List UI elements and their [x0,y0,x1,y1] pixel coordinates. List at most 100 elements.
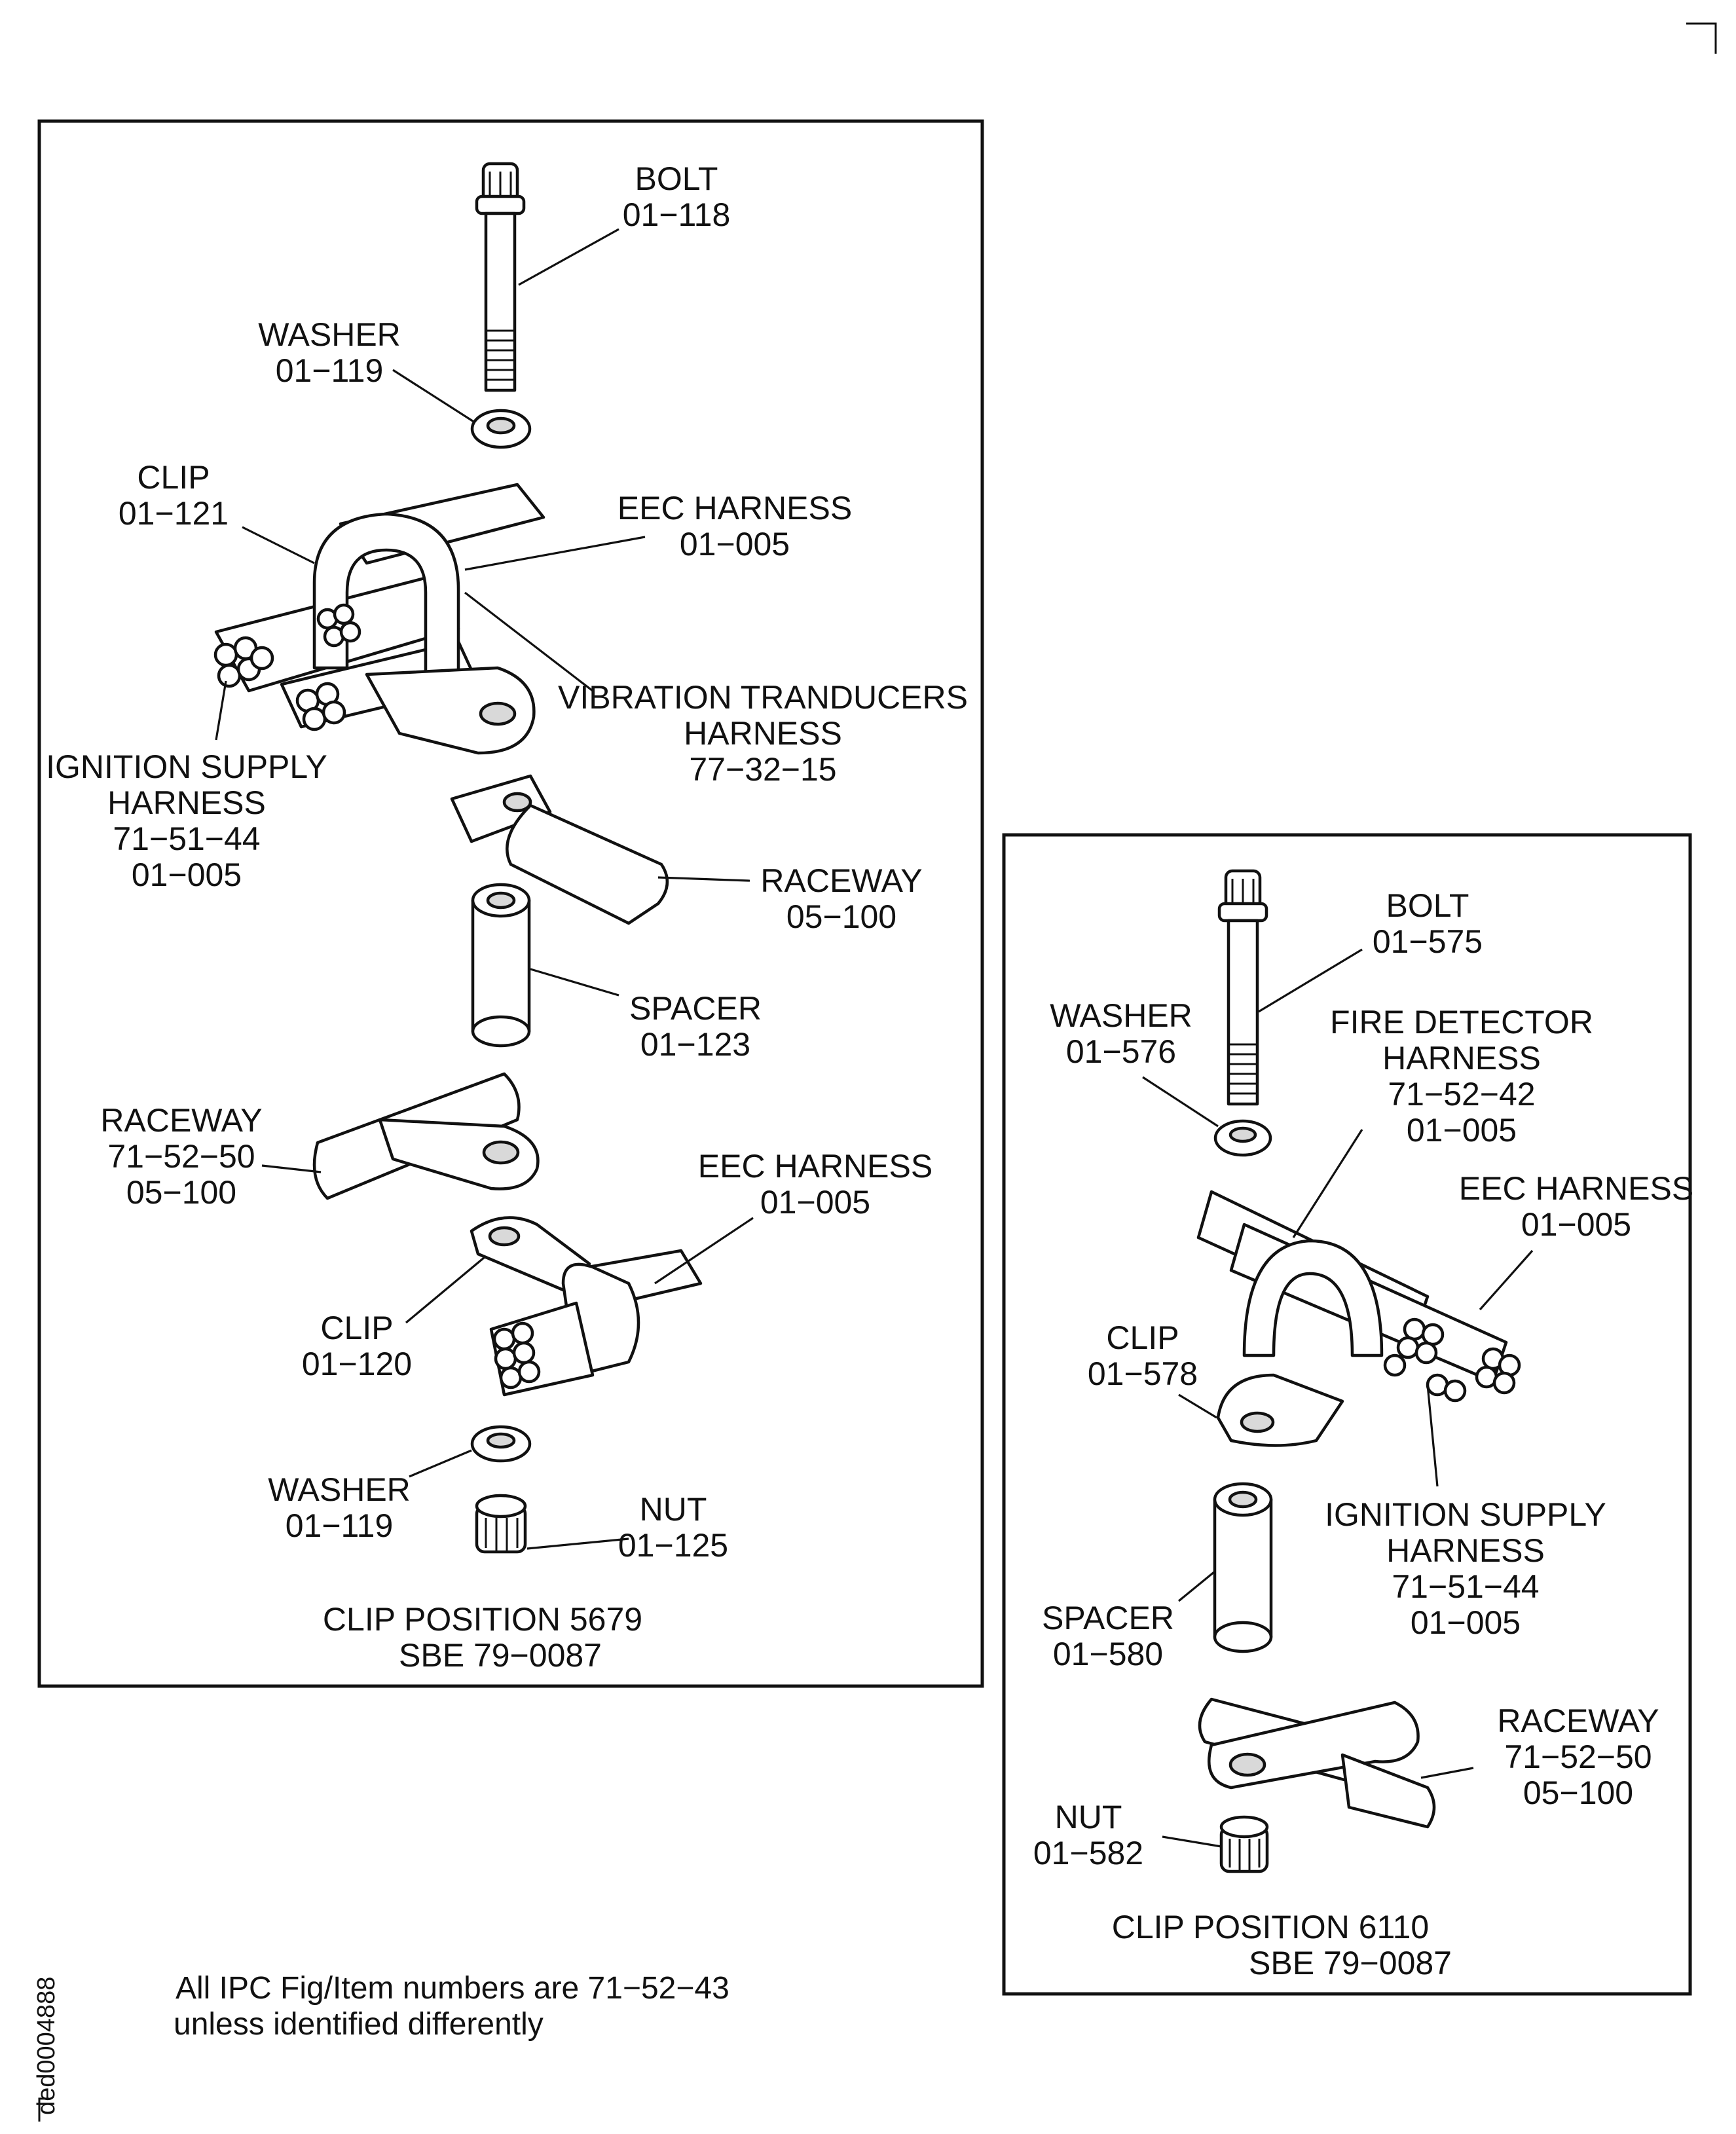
svg-text:71−52−50: 71−52−50 [1504,1738,1652,1775]
clip-harness-assembly-icon [213,483,545,755]
left-panel: BOLT 01−118 WASHER 01−119 CLIP 01−121 EE… [37,119,984,1688]
footer-note: All IPC Fig/Item numbers are 71−52−43 un… [174,1971,729,2042]
svg-text:WASHER: WASHER [258,316,401,353]
svg-text:CLIP: CLIP [137,459,210,496]
svg-text:HARNESS: HARNESS [1386,1532,1545,1569]
svg-text:EEC HARNESS: EEC HARNESS [618,490,852,526]
svg-text:IGNITION SUPPLY: IGNITION SUPPLY [46,748,327,785]
svg-text:01−005: 01−005 [1521,1206,1631,1243]
svg-text:HARNESS: HARNESS [684,715,842,752]
svg-text:NUT: NUT [1055,1799,1122,1835]
bolt-icon [475,162,526,392]
svg-text:71−52−42: 71−52−42 [1388,1076,1535,1113]
svg-text:71−51−44: 71−51−44 [1392,1568,1539,1605]
svg-text:FIRE DETECTOR: FIRE DETECTOR [1330,1004,1593,1040]
raceway-icon [1198,1697,1436,1829]
svg-text:RACEWAY: RACEWAY [100,1102,262,1139]
svg-text:77−32−15: 77−32−15 [689,751,836,788]
label-eec-harness-lower: EEC HARNESS 01−005 [698,1148,933,1221]
label-clip-lower: CLIP 01−120 [302,1310,412,1382]
svg-text:BOLT: BOLT [635,160,718,197]
right-leaders [1142,948,1534,1848]
right-panel-frame [1002,833,1692,1996]
label-spacer: SPACER 01−123 [629,990,762,1063]
svg-text:71−52−50: 71−52−50 [107,1138,255,1175]
svg-text:NUT: NUT [640,1491,707,1528]
right-panel: BOLT 01−575 WASHER 01−576 FIRE DETECTOR … [1002,833,1693,1996]
label-bolt: BOLT 01−575 [1373,887,1483,960]
label-eec-harness: EEC HARNESS 01−005 [1459,1170,1693,1243]
svg-text:01−125: 01−125 [618,1527,728,1564]
svg-text:05−100: 05−100 [786,898,896,935]
label-bolt: BOLT 01−118 [623,160,731,233]
svg-text:HARNESS: HARNESS [107,784,266,821]
label-washer: WASHER 01−576 [1050,997,1192,1070]
svg-text:01−580: 01−580 [1053,1636,1163,1672]
right-panel-sbe: SBE 79−0087 [1249,1945,1452,1981]
spacer-icon [1213,1482,1273,1653]
washer-bottom-icon [470,1425,532,1463]
label-spacer: SPACER 01−580 [1042,1600,1174,1672]
bolt-icon [1217,869,1268,1106]
left-panel-caption: CLIP POSITION 5679 [323,1601,642,1638]
right-panel-caption: CLIP POSITION 6110 [1112,1909,1429,1945]
washer-icon [470,409,532,449]
clip-lower-icon [470,1216,703,1397]
label-raceway-upper: RACEWAY 05−100 [760,862,922,935]
svg-text:EEC HARNESS: EEC HARNESS [698,1148,933,1185]
svg-text:01−005: 01−005 [1411,1604,1521,1641]
svg-text:SPACER: SPACER [629,990,762,1027]
label-nut: NUT 01−125 [618,1491,728,1564]
raceway-upper-icon [450,774,669,925]
svg-text:WASHER: WASHER [268,1471,411,1508]
label-clip-top: CLIP 01−121 [119,459,229,532]
svg-text:IGNITION SUPPLY: IGNITION SUPPLY [1325,1496,1606,1533]
svg-text:05−100: 05−100 [126,1174,236,1211]
svg-text:01−118: 01−118 [623,196,731,233]
svg-text:01−575: 01−575 [1373,923,1483,960]
svg-text:SPACER: SPACER [1042,1600,1174,1636]
svg-text:01−005: 01−005 [680,526,790,562]
svg-text:WASHER: WASHER [1050,997,1192,1034]
svg-text:CLIP: CLIP [1106,1319,1179,1356]
raceway-lower-icon [312,1072,540,1200]
spacer-icon [471,883,531,1048]
label-clip: CLIP 01−578 [1088,1319,1198,1392]
svg-text:01−119: 01−119 [286,1507,394,1544]
sheet-id: ded0004888 [33,1977,60,2122]
svg-text:EEC HARNESS: EEC HARNESS [1459,1170,1693,1207]
svg-text:01−119: 01−119 [276,352,384,389]
left-panel-sbe: SBE 79−0087 [399,1637,602,1674]
nut-icon [475,1494,527,1554]
svg-text:RACEWAY: RACEWAY [1497,1702,1659,1739]
svg-text:RACEWAY: RACEWAY [760,862,922,899]
nut-icon [1219,1815,1269,1873]
svg-text:01−123: 01−123 [640,1026,750,1063]
left-leaders [215,228,754,1550]
left-panel-frame [37,119,984,1688]
svg-text:01−005: 01−005 [132,856,242,893]
label-washer-top: WASHER 01−119 [258,316,401,389]
svg-text:01−121: 01−121 [119,495,229,532]
svg-text:01−005: 01−005 [1407,1112,1517,1149]
label-raceway-lower: RACEWAY 71−52−50 05−100 [100,1102,262,1211]
svg-text:01−576: 01−576 [1066,1033,1176,1070]
corner-mark [1686,22,1717,54]
svg-text:HARNESS: HARNESS [1382,1040,1541,1076]
svg-text:05−100: 05−100 [1523,1775,1633,1811]
label-eec-harness-top: EEC HARNESS 01−005 [618,490,852,562]
svg-text:01−005: 01−005 [760,1184,870,1221]
label-washer-bottom: WASHER 01−119 [268,1471,411,1544]
label-ignition-harness: IGNITION SUPPLY HARNESS 71−51−44 01−005 [1325,1496,1606,1641]
svg-text:BOLT: BOLT [1386,887,1469,924]
label-nut: NUT 01−582 [1033,1799,1143,1871]
svg-text:ded0004888: ded0004888 [33,1977,60,2115]
svg-text:unless identified differently: unless identified differently [174,2007,544,2042]
clip-harness-assembly-icon [1196,1190,1521,1447]
label-raceway: RACEWAY 71−52−50 05−100 [1497,1702,1659,1811]
svg-text:All IPC Fig/Item numbers are 7: All IPC Fig/Item numbers are 71−52−43 [175,1971,729,2006]
svg-text:01−120: 01−120 [302,1346,412,1382]
svg-text:01−578: 01−578 [1088,1355,1198,1392]
label-ignition-harness: IGNITION SUPPLY HARNESS 71−51−44 01−005 [46,748,327,893]
